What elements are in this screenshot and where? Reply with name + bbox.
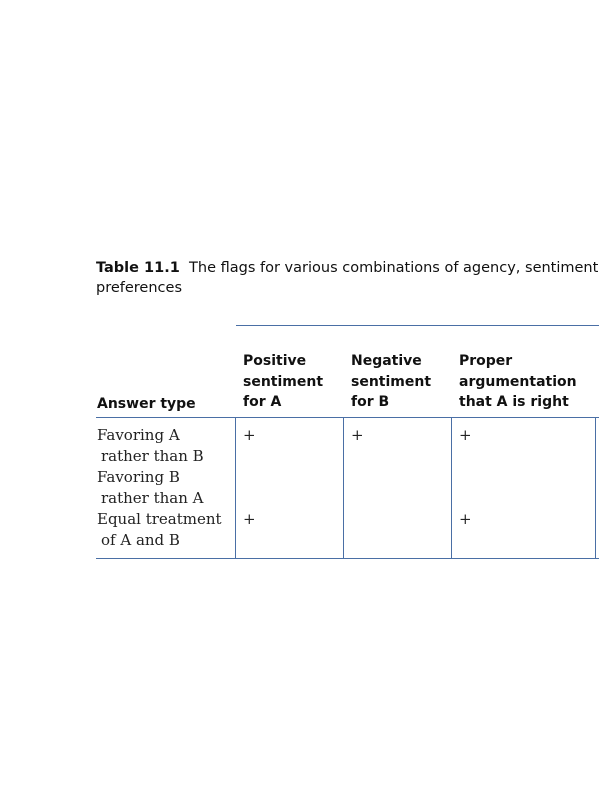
- header-answer-type: Answer type: [97, 394, 196, 415]
- header-line: sentiment: [243, 373, 324, 390]
- header-line: Answer type: [97, 396, 196, 412]
- column-divider: [235, 417, 236, 558]
- row-label-line: Favoring B: [97, 468, 180, 486]
- row-label-line: rather than B: [101, 447, 204, 465]
- caption-line-2: preferences: [96, 280, 182, 296]
- header-line: Negative: [351, 353, 422, 369]
- table-top-rule: [236, 325, 599, 326]
- header-line: for B: [351, 394, 390, 410]
- plus-flag: +: [243, 426, 256, 444]
- header-line: Proper: [459, 353, 513, 369]
- header-line: sentiment: [351, 373, 432, 390]
- column-divider: [343, 417, 344, 558]
- caption-label: Table 11.1: [96, 260, 180, 276]
- row-label-line: Favoring A: [97, 426, 180, 444]
- row-label-line: Equal treatment: [97, 510, 222, 528]
- header-line: Positive: [243, 353, 307, 369]
- plus-flag: +: [459, 510, 472, 528]
- table-caption: Table 11.1 The flags for various combina…: [96, 258, 599, 298]
- header-line: that A is right: [459, 394, 569, 410]
- header-negative-sentiment: Negative sentiment for B: [351, 351, 431, 413]
- header-line: argumentation: [459, 373, 577, 390]
- row-label-favoring-b: Favoring B rather than A: [97, 467, 204, 509]
- column-divider: [451, 417, 452, 558]
- caption-text: The flags for various combinations of ag…: [189, 260, 599, 276]
- plus-flag: +: [243, 510, 256, 528]
- header-proper-argumentation: Proper argumentation that A is right: [459, 351, 577, 413]
- column-divider: [595, 417, 596, 558]
- row-label-favoring-a: Favoring A rather than B: [97, 425, 204, 467]
- caption-line-1: Table 11.1 The flags for various combina…: [96, 258, 599, 278]
- row-label-line: rather than A: [101, 489, 204, 507]
- row-label-equal-treatment: Equal treatment of A and B: [97, 509, 222, 551]
- table-header-rule: [96, 417, 599, 418]
- header-positive-sentiment: Positive sentiment for A: [243, 351, 323, 413]
- plus-flag: +: [459, 426, 472, 444]
- table-bottom-rule: [96, 558, 599, 559]
- header-line: for A: [243, 394, 282, 410]
- row-label-line: of A and B: [101, 531, 180, 549]
- plus-flag: +: [351, 426, 364, 444]
